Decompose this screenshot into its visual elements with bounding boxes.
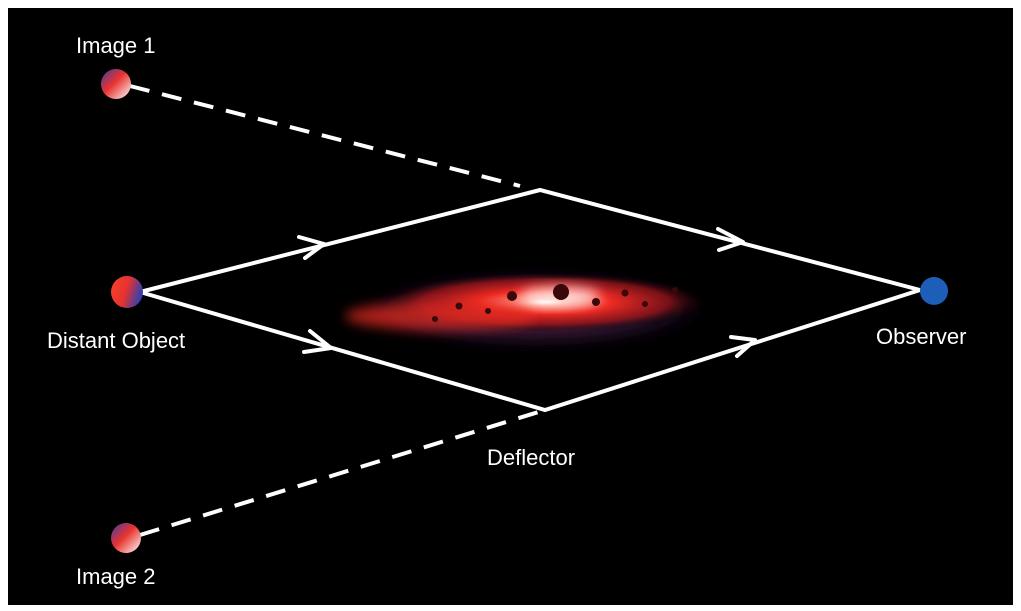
image2-dashed-line: [139, 408, 546, 537]
arrow-icon: [302, 329, 333, 354]
lower-light-ray: [139, 288, 921, 413]
image2-label: Image 2: [76, 564, 156, 589]
distant-object-dot: [111, 276, 143, 308]
image1-dot: [101, 69, 131, 99]
arrow-icon: [297, 235, 326, 260]
deflector-label: Deflector: [487, 445, 576, 470]
galaxy-dark-spots: [432, 284, 678, 322]
upper-light-ray: [139, 187, 921, 294]
arrow-icon: [729, 335, 757, 358]
image2-dot: [111, 523, 141, 553]
observer-label: Observer: [876, 324, 967, 349]
deflector-galaxy: [345, 268, 725, 352]
image1-dashed-line: [129, 84, 521, 188]
arrow-icon: [716, 227, 745, 252]
observer-dot: [920, 277, 948, 305]
image1-label: Image 1: [76, 33, 156, 58]
distant-object-label: Distant Object: [47, 328, 186, 353]
